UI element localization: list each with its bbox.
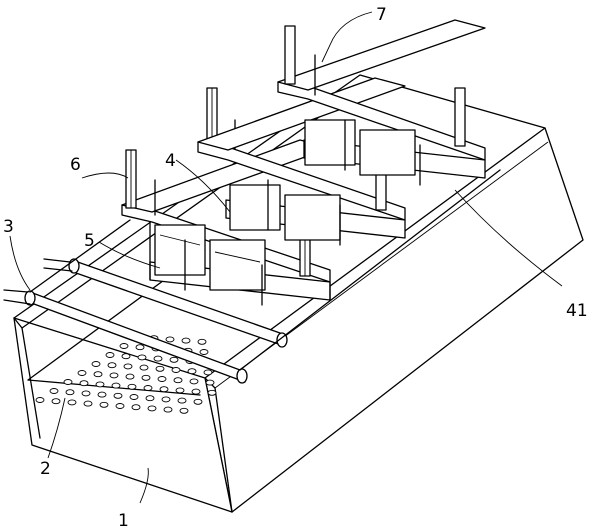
perforation-hole xyxy=(179,407,189,414)
perforation-hole xyxy=(79,380,89,387)
perforation-hole xyxy=(99,401,109,408)
perforation-hole xyxy=(141,374,151,381)
perforation-hole xyxy=(135,344,145,351)
perforation-hole xyxy=(157,376,167,382)
label-1: 1 xyxy=(118,511,129,531)
perforation-hole xyxy=(163,406,173,413)
perforation-hole xyxy=(181,337,191,344)
perforation-hole xyxy=(51,398,61,405)
perforation-hole xyxy=(129,394,139,400)
perforation-hole xyxy=(137,354,147,361)
perforation-hole xyxy=(199,349,209,355)
frame-module-rear xyxy=(277,19,486,186)
label-3: 3 xyxy=(3,217,14,237)
perforation-hole xyxy=(91,361,101,367)
roller-assembly xyxy=(3,169,501,384)
frame-module-front xyxy=(121,87,331,306)
perforation-hole xyxy=(113,392,123,399)
perforation-hole xyxy=(81,390,91,397)
perforation-hole xyxy=(97,391,107,398)
perforation-hole xyxy=(173,377,183,384)
perforation-hole xyxy=(63,379,73,385)
perforation-hole xyxy=(125,373,135,380)
perforation-hole xyxy=(123,363,133,370)
perforation-hole xyxy=(143,385,153,391)
perforation-hole xyxy=(155,365,165,372)
perforation-hole xyxy=(159,386,169,393)
perforation-hole xyxy=(49,388,59,394)
perforation-hole xyxy=(171,367,181,373)
perforation-hole xyxy=(193,398,203,405)
part-labels: 1 2 3 4 5 6 7 41 xyxy=(3,5,588,531)
perforation-hole xyxy=(189,378,199,385)
perforation-hole xyxy=(67,399,77,406)
perforation-hole xyxy=(77,370,87,376)
perforation-hole xyxy=(197,338,207,345)
perforation-hole xyxy=(169,356,179,363)
frame-module-middle xyxy=(197,77,406,246)
perforation-hole xyxy=(207,389,217,396)
perforation-hole xyxy=(119,343,129,349)
perforation-hole xyxy=(83,400,93,407)
leader-lines xyxy=(9,11,563,504)
perforation-hole xyxy=(111,382,121,389)
perforation-hole xyxy=(145,395,155,402)
perforation-hole xyxy=(115,403,125,409)
perforation-hole xyxy=(107,362,117,369)
perforation-hole xyxy=(187,368,197,375)
perforated-plate xyxy=(27,249,217,414)
perforation-hole xyxy=(121,353,131,360)
perforation-hole xyxy=(205,379,215,386)
perforation-hole xyxy=(165,336,175,343)
label-5: 5 xyxy=(84,231,95,251)
perforation-hole xyxy=(139,364,149,371)
perforation-hole xyxy=(95,381,105,388)
perforation-hole xyxy=(93,371,103,378)
label-41: 41 xyxy=(566,301,588,321)
perforation-hole xyxy=(147,405,157,412)
perforation-hole xyxy=(191,388,201,395)
perforation-hole xyxy=(175,387,185,394)
perforation-hole xyxy=(35,397,45,403)
label-2: 2 xyxy=(40,459,51,479)
perforation-hole xyxy=(131,404,141,411)
perforation-hole xyxy=(65,389,75,396)
perforation-hole xyxy=(203,369,213,376)
label-7: 7 xyxy=(376,5,387,25)
perforation-hole xyxy=(105,352,115,358)
perforation-hole xyxy=(161,396,171,403)
label-6: 6 xyxy=(70,155,81,175)
perforation-hole xyxy=(153,355,163,362)
perforation-hole xyxy=(109,372,119,379)
perforation-hole xyxy=(177,397,187,404)
label-4: 4 xyxy=(165,151,176,171)
perforation-hole xyxy=(127,383,137,390)
